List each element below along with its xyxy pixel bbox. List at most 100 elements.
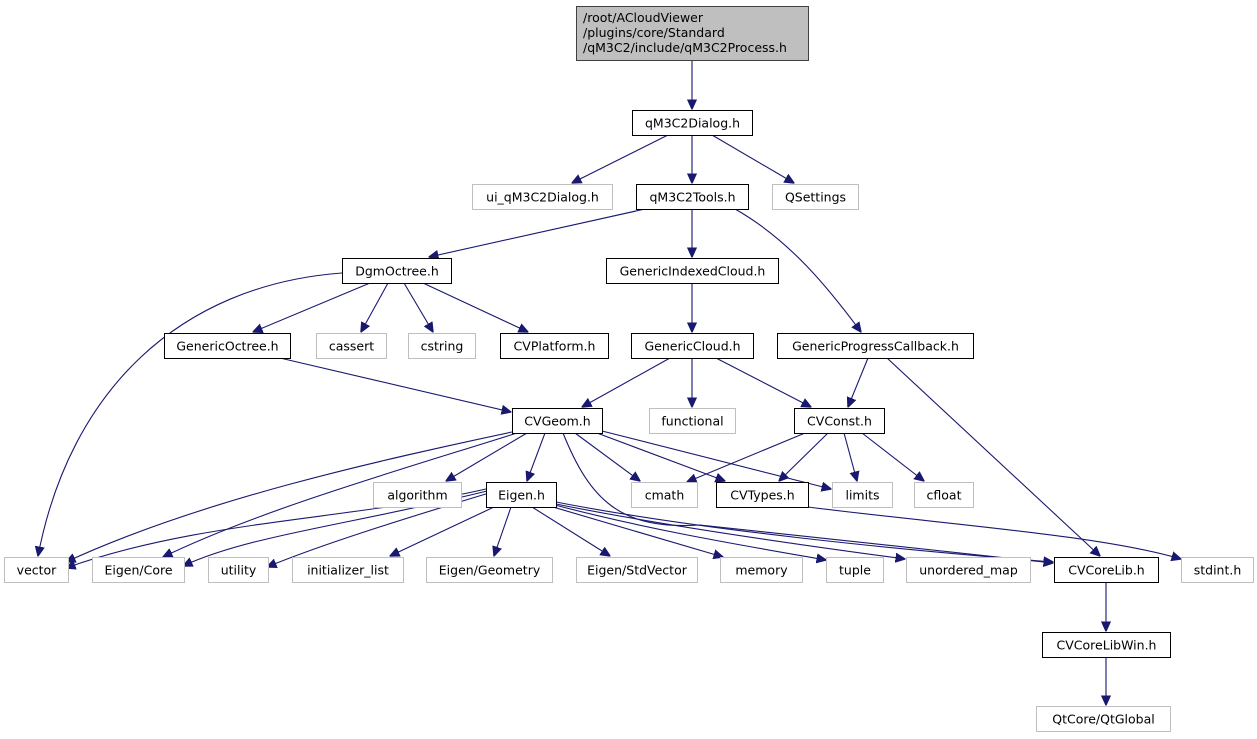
node-box bbox=[576, 6, 809, 61]
node-cmath: cmath bbox=[631, 482, 698, 508]
node-CVCoreLib[interactable]: CVCoreLib.h bbox=[1054, 557, 1159, 583]
node-label: tuple bbox=[839, 563, 871, 578]
edge-Eigen-to-initializer_list bbox=[390, 506, 495, 556]
node-cassert: cassert bbox=[316, 333, 387, 359]
node-label: cassert bbox=[329, 339, 374, 354]
node-label: Eigen.h bbox=[498, 488, 545, 503]
node-label: limits bbox=[845, 488, 879, 503]
node-label: qM3C2Dialog.h bbox=[645, 116, 740, 131]
node-box bbox=[426, 557, 553, 583]
node-box bbox=[832, 482, 893, 508]
edge-CVConst-to-CVTypes bbox=[779, 432, 829, 481]
node-box bbox=[794, 408, 885, 434]
node-vector: vector bbox=[4, 557, 69, 583]
node-CVTypes[interactable]: CVTypes.h bbox=[716, 482, 809, 508]
edge-DgmOctree-to-cassert bbox=[361, 282, 389, 332]
node-box bbox=[631, 482, 698, 508]
node-box bbox=[606, 258, 779, 284]
node-label: DgmOctree.h bbox=[355, 264, 439, 279]
node-CVCoreLibWin[interactable]: CVCoreLibWin.h bbox=[1042, 632, 1171, 658]
node-unordered_map: unordered_map bbox=[906, 557, 1031, 583]
edge-qM3C2Tools-to-DgmOctree bbox=[429, 208, 646, 257]
node-box bbox=[292, 557, 404, 583]
node-utility: utility bbox=[208, 557, 269, 583]
node-label: qM3C2Tools.h bbox=[649, 190, 735, 205]
node-GenericCloud[interactable]: GenericCloud.h bbox=[631, 333, 754, 359]
edge-Eigen-to-EigenStdVector bbox=[531, 506, 610, 556]
node-Eigen[interactable]: Eigen.h bbox=[486, 482, 557, 508]
edge-Eigen-to-EigenGeometry bbox=[494, 506, 512, 556]
edge-CVGeom-to-cmath bbox=[574, 432, 640, 481]
node-qM3C2Dialog[interactable]: qM3C2Dialog.h bbox=[632, 110, 753, 136]
edge-DgmOctree-to-GenericOctree bbox=[253, 282, 371, 332]
node-box bbox=[500, 333, 609, 359]
edge-DgmOctree-to-cstring bbox=[403, 282, 433, 332]
edge-Eigen-to-memory bbox=[552, 506, 723, 557]
edge-Eigen-to-tuple bbox=[554, 504, 826, 560]
node-tuple: tuple bbox=[826, 557, 884, 583]
edge-GenericProgressCallback-to-CVConst bbox=[848, 357, 869, 407]
edge-GenericCloud-to-CVGeom bbox=[582, 357, 671, 407]
node-box bbox=[631, 333, 754, 359]
edge-CVGeom-to-EigenCore bbox=[163, 432, 518, 557]
edge-Eigen-to-unordered_map bbox=[555, 503, 905, 559]
node-GenericProgressCallback[interactable]: GenericProgressCallback.h bbox=[777, 333, 974, 359]
node-box bbox=[1042, 632, 1171, 658]
edge-CVGeom-to-limits bbox=[601, 430, 831, 489]
node-label: cfloat bbox=[927, 488, 962, 503]
node-box bbox=[512, 408, 603, 434]
edge-DgmOctree-to-vector bbox=[38, 272, 343, 556]
node-cfloat: cfloat bbox=[914, 482, 974, 508]
node-box bbox=[649, 408, 736, 434]
node-root[interactable]: /root/ACloudViewer/plugins/core/Standard… bbox=[576, 6, 809, 61]
node-label: stdint.h bbox=[1194, 563, 1242, 578]
node-box bbox=[408, 333, 476, 359]
node-label: CVPlatform.h bbox=[514, 339, 596, 354]
node-label: initializer_list bbox=[307, 563, 389, 578]
edge-CVGeom-to-CVCoreLib bbox=[562, 432, 1053, 563]
node-box bbox=[1036, 706, 1171, 732]
edge-qM3C2Dialog-to-QSettings bbox=[711, 134, 794, 183]
node-box bbox=[720, 557, 803, 583]
node-box bbox=[777, 333, 974, 359]
edge-Eigen-to-CVCoreLib bbox=[555, 501, 1053, 562]
node-box bbox=[208, 557, 269, 583]
node-QtGlobal: QtCore/QtGlobal bbox=[1036, 706, 1171, 732]
node-EigenCore: Eigen/Core bbox=[92, 557, 185, 583]
edge-CVGeom-to-algorithm bbox=[446, 432, 528, 481]
node-CVConst[interactable]: CVConst.h bbox=[794, 408, 885, 434]
node-label: GenericOctree.h bbox=[176, 339, 278, 354]
node-box bbox=[826, 557, 884, 583]
node-box bbox=[373, 482, 462, 508]
node-box bbox=[1181, 557, 1254, 583]
node-box bbox=[576, 557, 698, 583]
edge-qM3C2Dialog-to-ui_qM3C2Dialog bbox=[572, 134, 669, 183]
node-label: unordered_map bbox=[919, 563, 1018, 578]
node-CVGeom[interactable]: CVGeom.h bbox=[512, 408, 603, 434]
edge-CVTypes-to-stdint bbox=[807, 506, 1181, 559]
node-ui_qM3C2Dialog: ui_qM3C2Dialog.h bbox=[472, 184, 613, 210]
node-qM3C2Tools[interactable]: qM3C2Tools.h bbox=[636, 184, 749, 210]
node-limits: limits bbox=[832, 482, 893, 508]
edge-DgmOctree-to-CVPlatform bbox=[422, 282, 528, 332]
node-label: /root/ACloudViewer bbox=[583, 10, 704, 25]
edge-qM3C2Tools-to-GenericProgressCallback bbox=[734, 208, 861, 332]
nodes: /root/ACloudViewer/plugins/core/Standard… bbox=[4, 6, 1254, 732]
node-label: GenericProgressCallback.h bbox=[792, 339, 959, 354]
node-label: GenericIndexedCloud.h bbox=[620, 264, 766, 279]
edge-CVConst-to-cfloat bbox=[861, 432, 924, 481]
node-label: Eigen/Geometry bbox=[439, 563, 541, 578]
edge-CVGeom-to-vector bbox=[66, 431, 513, 562]
edge-GenericOctree-to-CVGeom bbox=[279, 357, 511, 412]
node-GenericOctree[interactable]: GenericOctree.h bbox=[164, 333, 291, 359]
node-DgmOctree[interactable]: DgmOctree.h bbox=[342, 258, 452, 284]
node-CVPlatform[interactable]: CVPlatform.h bbox=[500, 333, 609, 359]
node-box bbox=[342, 258, 452, 284]
node-label: ui_qM3C2Dialog.h bbox=[486, 190, 599, 205]
node-GenericIndexedCloud[interactable]: GenericIndexedCloud.h bbox=[606, 258, 779, 284]
node-label: CVTypes.h bbox=[730, 488, 794, 503]
node-box bbox=[1054, 557, 1159, 583]
node-stdint: stdint.h bbox=[1181, 557, 1254, 583]
node-label: CVCoreLib.h bbox=[1068, 563, 1144, 578]
